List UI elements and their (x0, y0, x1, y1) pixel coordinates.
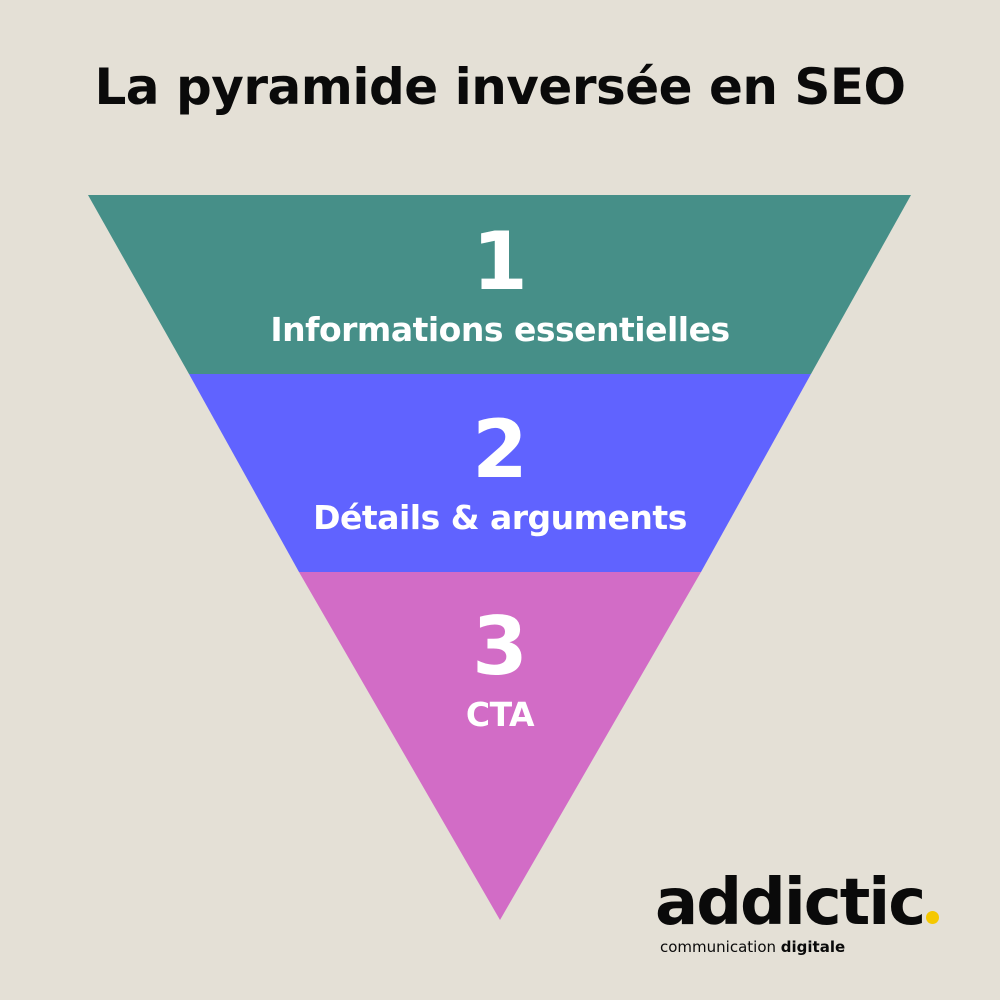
level-1-band (88, 195, 911, 374)
level-1-label: Informations essentielles (270, 310, 730, 349)
level-2-label: Détails & arguments (313, 498, 687, 537)
logo-wordmark: addictic (655, 866, 926, 940)
level-3-label: CTA (465, 695, 535, 734)
level-3-number: 3 (472, 600, 528, 693)
level-1-number: 1 (472, 215, 528, 308)
level-2-number: 2 (472, 403, 528, 496)
logo-tagline-bold: digitale (780, 938, 846, 956)
level-1: 1 Informations essentielles (0, 222, 1000, 350)
level-3: 3 CTA (0, 607, 1000, 735)
logo-tagline: communication digitale (660, 938, 845, 956)
level-2: 2 Détails & arguments (0, 410, 1000, 538)
page-title: La pyramide inversée en SEO (94, 58, 906, 116)
addictic-logo: addictic communication digitale (655, 866, 940, 956)
logo-dot-icon (926, 911, 940, 924)
logo-tagline-regular: communication (660, 938, 777, 956)
level-2-band (189, 374, 811, 572)
level-3-band (299, 572, 701, 920)
